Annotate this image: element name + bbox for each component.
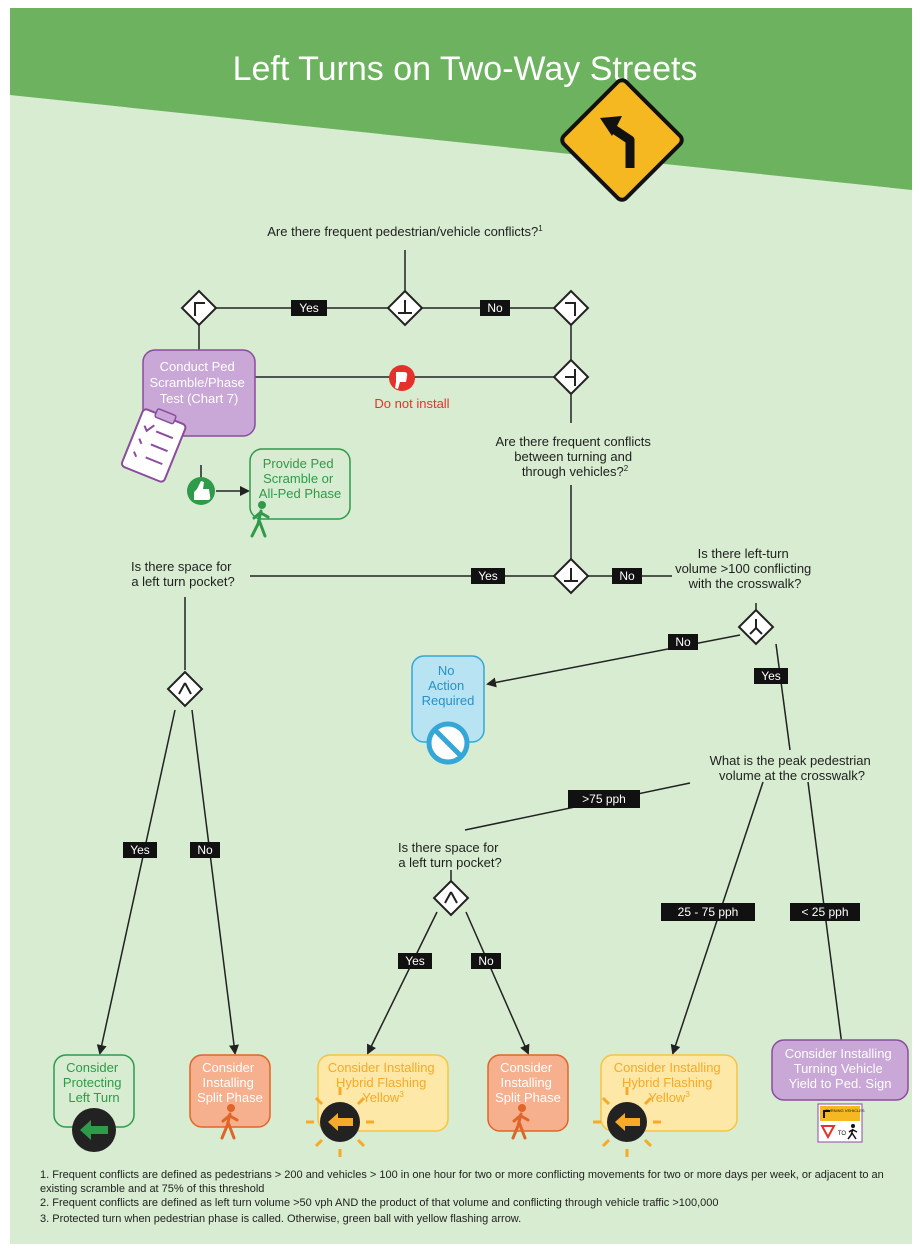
outcome-ped-scramble-test-text: Conduct Ped Scramble/Phase Test (Chart 7… [149, 359, 248, 406]
decision-diamond-7 [166, 670, 204, 708]
label-mid: 25 - 75 pph [661, 903, 755, 921]
question-left-turn-volume: Is there left-turn volume >100 conflicti… [675, 546, 815, 591]
svg-text:TURNING VEHICLES: TURNING VEHICLES [825, 1108, 864, 1113]
clipboard-icon [120, 408, 187, 483]
svg-text:No: No [675, 635, 691, 649]
orange-walking-person-icon [220, 1104, 239, 1140]
svg-text:25 - 75 pph: 25 - 75 pph [678, 905, 739, 919]
decision-diamond-4 [552, 358, 590, 396]
outcome-protect-left-turn-text: Consider Protecting Left Turn [63, 1060, 125, 1105]
outcome-provide-scramble [249, 448, 351, 520]
flashing-yellow-arrow-icon [306, 1087, 374, 1157]
svg-text:Yes: Yes [405, 954, 425, 968]
outcome-split-phase-1-text: Consider Installing Split Phase [197, 1060, 263, 1105]
outcome-no-action-text: No Action Required [422, 663, 475, 708]
header-band [10, 8, 912, 190]
svg-text:Yes: Yes [299, 301, 319, 315]
label-gt75: >75 pph [568, 790, 640, 808]
label-yes-2: Yes [471, 568, 505, 584]
decision-diamond-2 [180, 289, 218, 327]
left-turn-arrow-icon [600, 116, 635, 168]
outcome-do-not-install: Do not install [374, 396, 449, 411]
question-left-turn-pocket: Is there space for a left turn pocket? [131, 559, 235, 589]
question-left-turn-pocket-2: Is there space for a left turn pocket? [398, 840, 502, 870]
outcome-split-phase-2 [487, 1054, 569, 1132]
svg-text:Yes: Yes [130, 843, 150, 857]
outcome-provide-scramble-text: Provide Ped Scramble or All-Ped Phase [259, 456, 341, 501]
thumbs-down-icon [389, 365, 415, 391]
thumbs-up-icon [187, 477, 215, 505]
label-no-5: No [471, 953, 501, 969]
label-yes-5: Yes [398, 953, 432, 969]
turning-vehicles-yield-sign-icon: TURNING VEHICLES TO [817, 1103, 865, 1143]
label-yes-4: Yes [123, 842, 157, 858]
label-no-1: No [480, 300, 510, 316]
svg-text:>75 pph: >75 pph [582, 792, 626, 806]
footnote-2: 2. Frequent conflicts are defined as lef… [40, 1197, 719, 1209]
svg-text:No: No [197, 843, 213, 857]
question-turning-through-conflicts: Are there frequent conflicts between tur… [496, 434, 655, 479]
no-symbol-icon [426, 721, 470, 765]
footnote-3: 3. Protected turn when pedestrian phase … [40, 1213, 522, 1225]
svg-text:No: No [619, 569, 635, 583]
svg-text:TO: TO [838, 1131, 847, 1137]
svg-text:No: No [487, 301, 503, 315]
outcome-hybrid-flashing-2-text: Consider Installing Hybrid Flashing Yell… [614, 1060, 725, 1105]
outcome-split-phase-2-text: Consider Installing Split Phase [495, 1060, 561, 1105]
outcome-yield-sign [771, 1039, 909, 1101]
decision-diamond-1 [386, 289, 424, 327]
footnote-1: 1. Frequent conflicts are defined as ped… [40, 1169, 884, 1195]
label-yes-3: Yes [754, 668, 788, 684]
outcome-yield-sign-text: Consider Installing Turning Vehicle Yiel… [785, 1046, 896, 1091]
label-lt25: < 25 pph [790, 903, 860, 921]
flashing-yellow-arrow-icon-2 [593, 1087, 661, 1157]
question-peak-pedestrian-volume: What is the peak pedestrian volume at th… [710, 753, 875, 783]
decision-diamond-8 [432, 879, 470, 917]
question-ped-vehicle-conflicts: Are there frequent pedestrian/vehicle co… [267, 224, 543, 239]
label-no-2: No [612, 568, 642, 584]
decision-diamond-5 [552, 557, 590, 595]
walking-person-icon [250, 501, 270, 538]
green-arrow-signal-icon [72, 1108, 116, 1152]
svg-text:Yes: Yes [761, 669, 781, 683]
svg-text:Yes: Yes [478, 569, 498, 583]
svg-text:< 25 pph: < 25 pph [801, 905, 848, 919]
decision-diamond-3 [552, 289, 590, 327]
label-no-4: No [190, 842, 220, 858]
orange-walking-person-icon-2 [511, 1104, 530, 1140]
label-no-3: No [668, 634, 698, 650]
label-yes-1: Yes [291, 300, 327, 316]
decision-diamond-6 [737, 608, 775, 646]
outcome-hybrid-flashing-1-text: Consider Installing Hybrid Flashing Yell… [328, 1060, 439, 1105]
svg-text:No: No [478, 954, 494, 968]
